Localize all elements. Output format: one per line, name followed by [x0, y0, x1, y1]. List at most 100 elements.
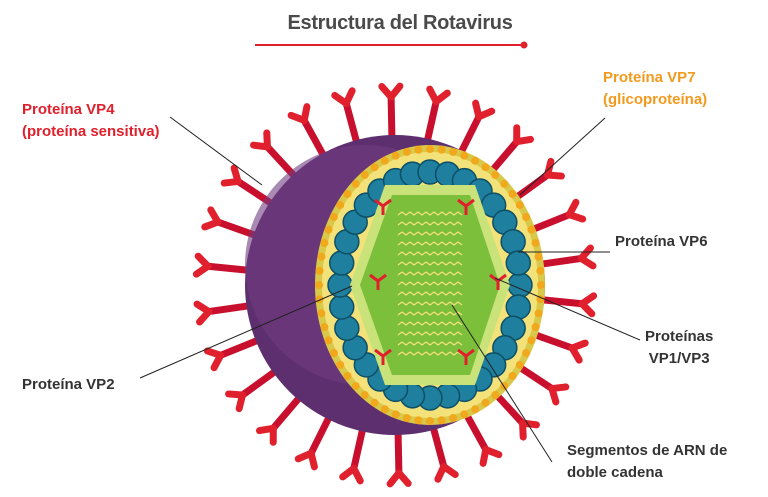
vp7-bead: [360, 170, 369, 179]
vp6-bead: [328, 250, 355, 276]
rna-segment: [397, 351, 463, 356]
label-vp4: Proteína VP4 (proteína sensitiva): [22, 99, 160, 143]
vp7-bead: [315, 281, 323, 289]
label-vp1vp3-line1: Proteínas: [645, 328, 714, 345]
vp7-bead: [534, 252, 543, 261]
vp7-bead: [534, 309, 543, 318]
vp4-spike-head: [548, 383, 570, 393]
label-vp1-vp3: Proteínas VP1/VP3: [645, 326, 713, 370]
vp4-spike: [350, 422, 367, 472]
vp7-bead: [449, 414, 458, 423]
vp7-bead: [329, 213, 338, 221]
vp6-bead: [327, 272, 353, 298]
vp7-bead: [320, 323, 329, 332]
vp6-bead: [334, 315, 360, 341]
rna-segment: [397, 241, 463, 246]
vp7-bead: [402, 147, 411, 156]
rna-segment: [397, 271, 463, 276]
vp7-bead: [351, 382, 360, 391]
rna-segment: [397, 221, 463, 226]
vp4-spike: [342, 99, 361, 149]
vp4-spike: [429, 421, 448, 471]
vp7-bead: [515, 201, 524, 210]
vp7-bead: [531, 238, 540, 247]
rna-segment: [397, 301, 463, 306]
vp4-spike-head: [378, 83, 395, 101]
rna-segment: [397, 281, 463, 286]
vp1-vp3-marker: [489, 273, 507, 290]
vp7-bead: [481, 398, 490, 407]
vp7-bead: [380, 405, 389, 414]
vp4-spike-head: [235, 391, 247, 413]
vp7-bead: [351, 179, 360, 188]
vp7-bead: [414, 416, 423, 425]
vp4-spike-head: [220, 177, 242, 187]
vp6-bead: [505, 294, 532, 320]
leader-line: [451, 304, 553, 463]
vp7-bead: [537, 281, 545, 289]
label-arn-line2: doble cadena: [567, 464, 663, 481]
vp7-bead: [336, 360, 345, 369]
vp1-vp3-marker: [374, 198, 392, 215]
label-vp4-line1: Proteína VP4: [22, 101, 115, 118]
label-vp1vp3-line2: VP1/VP3: [648, 350, 710, 367]
vp7-bead: [515, 360, 524, 369]
vp7-bead: [460, 410, 469, 419]
rna-segment: [397, 331, 463, 336]
vp7-bead: [527, 336, 536, 345]
vp7-bead: [471, 405, 480, 414]
vp7-bead: [536, 266, 545, 275]
rna-segment: [397, 261, 463, 266]
vp7-bead: [336, 201, 345, 210]
rna-segment: [397, 291, 463, 296]
vp4-spike-head: [568, 339, 589, 352]
vp7-bead: [380, 156, 389, 165]
vp7-bead: [343, 372, 352, 381]
vp4-spike-head: [250, 141, 271, 151]
vp7-bead: [426, 145, 434, 153]
leader-line: [494, 277, 641, 341]
vp4-spike-head: [192, 262, 212, 278]
vp4-spike-head: [578, 292, 598, 308]
vp4-spike-head: [577, 244, 594, 262]
vp4-spike-head: [426, 85, 440, 106]
vp4-spike: [525, 211, 573, 235]
vp7-bead: [491, 391, 500, 400]
vp4-spike-head: [196, 308, 213, 326]
vp4-spike: [423, 98, 440, 148]
vp7-bead: [531, 323, 540, 332]
vp7-bead: [500, 179, 509, 188]
title-underline-dot: [520, 41, 528, 49]
vp1-vp3-marker: [457, 198, 475, 215]
vp7-bead: [402, 414, 411, 423]
rna-segment: [397, 231, 463, 236]
vp7-bead: [343, 189, 352, 198]
vp7-bead: [481, 163, 490, 172]
vp4-spike: [456, 113, 483, 159]
vp7-bead: [370, 163, 379, 172]
label-vp7-line2: (glicoproteína): [603, 91, 708, 108]
vp4-spike-head: [482, 446, 503, 459]
vp7-bead: [324, 225, 333, 234]
vp7-bead: [324, 336, 333, 345]
vp4-spike-head: [519, 419, 540, 429]
leader-line: [139, 285, 353, 379]
vp7-bead: [414, 145, 423, 154]
vp4-spike-head: [565, 198, 580, 219]
vp4-spike: [205, 301, 255, 316]
vp7-bead: [508, 189, 517, 198]
vp7-bead: [437, 416, 446, 425]
vp4-spike: [307, 411, 334, 457]
leader-line: [169, 116, 263, 186]
vp6-bead: [505, 250, 532, 276]
vp4-spike-head: [201, 218, 222, 231]
page-title: Estructura del Rotavirus: [287, 12, 513, 34]
vp7-bead: [437, 145, 446, 154]
vp4-spike: [387, 93, 396, 144]
label-vp2: Proteína VP2: [22, 376, 115, 393]
vp4-spike: [217, 335, 265, 359]
vp4-spike: [239, 366, 281, 399]
vp4-spike-head: [307, 449, 318, 471]
rna-segment: [397, 321, 463, 326]
vp7-bead: [522, 213, 531, 221]
